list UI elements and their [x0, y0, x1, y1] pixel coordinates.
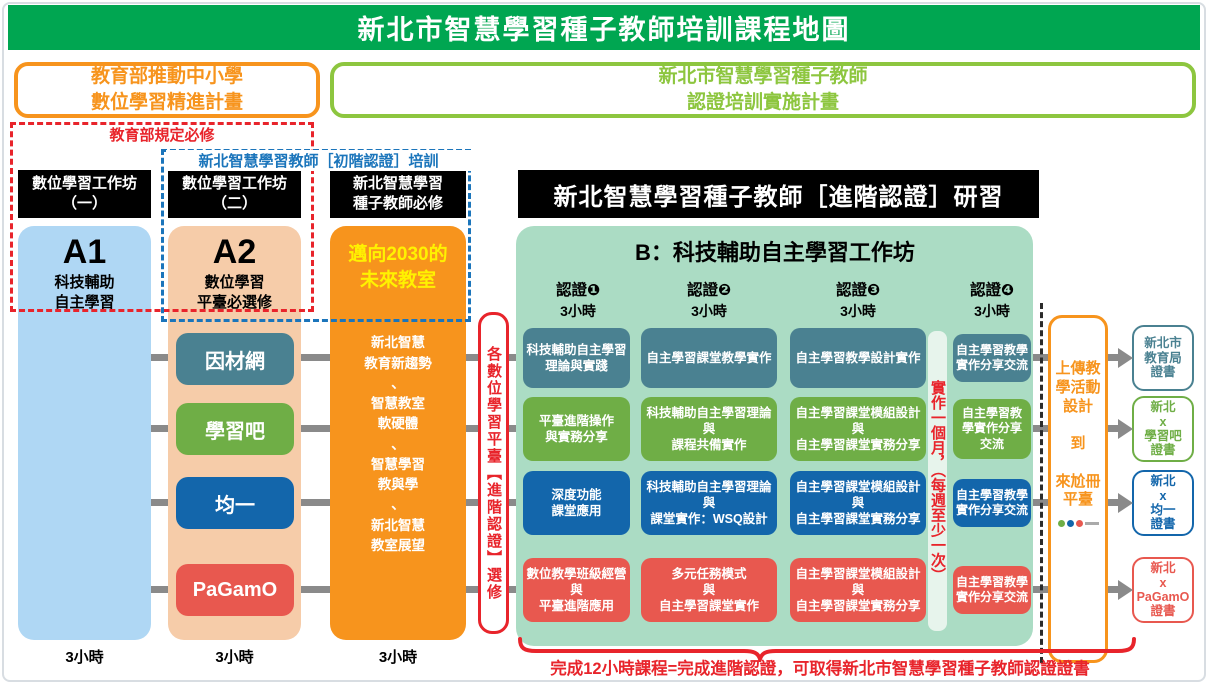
workshop2-header: 數位學習工作坊 （二） [168, 170, 301, 218]
cert1-hours: 3小時 [560, 303, 596, 319]
cert3-header: 認證❸ [835, 282, 881, 299]
a2-hours: 3小時 [215, 648, 254, 666]
practice-period-strip: 實作一個月，（每週至少一次） [928, 331, 947, 631]
a2-name: 數位學習 平臺必選修 [196, 274, 272, 311]
ntpc-plan-box: 新北市智慧學習種子教師 認證培訓實施計畫 [330, 62, 1196, 118]
a1-name: 科技輔助 自主學習 [54, 274, 115, 311]
course-cell: 多元任務模式 與 自主學習課堂實作 [641, 558, 777, 622]
arrow-right-icon [1118, 493, 1133, 513]
upload-activity-box: 上傳教 學活動 設計 到 來尬冊 平臺 [1048, 315, 1108, 663]
platform-node-pagamo: PaGamO [176, 564, 294, 616]
elective-advanced-strip: 各數位學習平臺【進階認證】選修 [478, 312, 509, 634]
lai-ga-tsheh-logo [1057, 520, 1099, 527]
seed-course-box: 邁向2030的 未來教室 新北智慧 教育新趨勢 、 智慧教室 軟硬體 、 智慧學… [330, 226, 466, 640]
workshop-b-title: B：科技輔助自主學習工作坊 [635, 240, 915, 265]
course-cell: 科技輔助自主學習理論 與 課堂實作：WSQ設計 [641, 471, 777, 535]
cert2-header: 認證❷ [686, 282, 732, 299]
certificate-pagamo: 新北 x PaGamO 證書 [1132, 557, 1194, 623]
cert2-hours: 3小時 [691, 303, 727, 319]
course-cell: 自主學習教學 實作分享交流 [953, 334, 1031, 382]
course-cell: 自主學習教學設計實作 [790, 328, 926, 388]
elective-advanced-text: 各數位學習平臺【進階認證】選修 [485, 345, 502, 601]
platform-node-junyi: 均一 [176, 477, 294, 529]
course-cell: 自主學習課堂模組設計 與 自主學習課堂實務分享 [790, 471, 926, 535]
course-cell: 數位教學班級經營 與 平臺進階應用 [523, 558, 630, 622]
moe-plan-box: 教育部推動中小學 數位學習精進計畫 [14, 62, 320, 118]
course-cell: 自主學習課堂模組設計 與 自主學習課堂實務分享 [790, 397, 926, 461]
poster-title-banner: 新北市智慧學習種子教師培訓課程地圖 [8, 5, 1200, 50]
certificate-edu-bureau: 新北市 教育局 證書 [1132, 325, 1194, 391]
course-cell: 自主學習教學 實作分享交流 [953, 479, 1031, 527]
platform-node-xuexiba: 學習吧 [176, 403, 294, 455]
upload-activity-text: 上傳教 學活動 設計 到 來尬冊 平臺 [1055, 360, 1101, 509]
course-cell: 深度功能 課堂應用 [523, 471, 630, 535]
certificate-junyi: 新北 x 均一 證書 [1132, 470, 1194, 536]
seed-topics: 新北智慧 教育新趨勢 、 智慧教室 軟硬體 、 智慧學習 教與學 、 新北智慧 … [364, 335, 432, 553]
course-cell: 科技輔助自主學習理論 與 課程共備實作 [641, 397, 777, 461]
stage-divider-dashed-line [1040, 303, 1043, 663]
arrow-right-icon [1118, 419, 1133, 439]
initial-cert-label: 新北智慧學習教師［初階認證］培訓 [166, 150, 471, 171]
completion-note: 完成12小時課程=完成進階認證，可取得新北市智慧學習種子教師認證證書 [550, 660, 1090, 678]
seed-highlight: 邁向2030的 未來教室 [348, 244, 448, 291]
seed-required-header: 新北智慧學習 種子教師必修 [330, 170, 466, 218]
cert3-hours: 3小時 [840, 303, 876, 319]
course-cell: 自主學習課堂教學實作 [641, 328, 777, 388]
platform-node-yincaiwang: 因材網 [176, 333, 294, 385]
a1-hours: 3小時 [65, 648, 104, 666]
arrow-right-icon [1118, 348, 1133, 368]
course-cell: 科技輔助自主學習 理論與實踐 [523, 328, 630, 388]
a1-course-box: A1 科技輔助 自主學習 [18, 226, 151, 640]
a1-code: A1 [62, 233, 107, 271]
seed-hours: 3小時 [378, 648, 418, 666]
advanced-cert-header: 新北智慧學習種子教師［進階認證］研習 [518, 170, 1039, 218]
course-cell: 自主學習課堂模組設計 與 自主學習課堂實務分享 [790, 558, 926, 622]
moe-required-label: 教育部規定必修 [109, 127, 215, 144]
certificate-xuexiba: 新北 x 學習吧 證書 [1132, 396, 1194, 462]
completion-brace [518, 637, 1136, 662]
a2-code: A2 [212, 233, 257, 271]
cert4-hours: 3小時 [974, 303, 1010, 319]
practice-period-text: 實作一個月，（每週至少一次） [929, 379, 946, 583]
course-cell: 自主學習教 學實作分享 交流 [953, 399, 1031, 459]
arrow-right-icon [1118, 580, 1133, 600]
workshop1-header: 數位學習工作坊 （一） [18, 170, 151, 218]
cert4-header: 認證❹ [969, 282, 1015, 299]
course-cell: 平臺進階操作 與實務分享 [523, 397, 630, 461]
cert1-header: 認證❶ [555, 282, 601, 299]
course-cell: 自主學習教學 實作分享交流 [953, 566, 1031, 614]
